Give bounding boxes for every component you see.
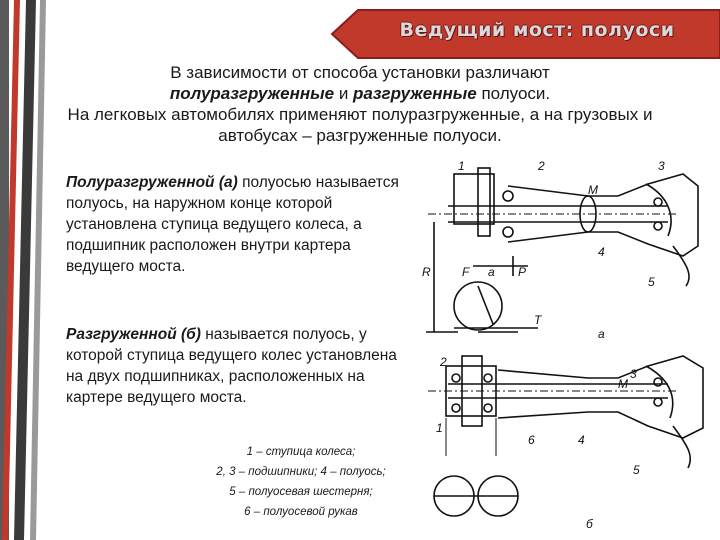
- intro-line-2: полуразгруженные и разгруженные полуоси.: [60, 83, 660, 104]
- intro-text: В зависимости от способа установки разли…: [60, 62, 660, 146]
- label-a-M: M: [588, 183, 598, 197]
- caption-b: б: [586, 517, 594, 531]
- drawing-b: [428, 355, 704, 517]
- term-semi-floating: Полуразгруженной (а): [66, 174, 238, 191]
- legend-item: 5 – полуосевая шестерня;: [229, 486, 373, 498]
- term-full-floating: Разгруженной (б): [66, 326, 201, 343]
- label-b-6: 6: [528, 433, 535, 447]
- legend-item: 1 – ступица колеса;: [246, 446, 356, 458]
- intro-term-semi: полуразгруженные: [169, 84, 335, 103]
- decorative-stripes: [0, 0, 46, 540]
- legend-item: 6 – полуосевой рукав: [244, 506, 358, 518]
- label-b-3: 3: [630, 367, 637, 381]
- label-b-2: 2: [439, 355, 447, 369]
- intro-line-3: На легковых автомобилях применяют полура…: [67, 105, 653, 145]
- label-b-4: 4: [578, 433, 585, 447]
- parts-legend: 1 – ступица колеса; 2, 3 – подшипники; 4…: [176, 442, 426, 522]
- label-a-4: 4: [598, 245, 605, 259]
- definition-full-floating-text: называется полуось, у которой ступица ве…: [66, 326, 397, 406]
- intro-term-full: разгруженные: [353, 84, 477, 103]
- drawing-a: [426, 167, 699, 333]
- page-title: Ведущий мост: полуоси: [399, 19, 675, 41]
- label-a-F: F: [462, 265, 470, 279]
- definition-semi-floating: Полуразгруженной (а) полуосью называется…: [66, 172, 416, 277]
- label-a-3: 3: [658, 159, 665, 173]
- label-a-P: P: [518, 265, 526, 279]
- definition-semi-floating-text: полуосью называется полуось, на наружном…: [66, 174, 399, 275]
- label-a-1: 1: [458, 159, 465, 173]
- label-a-T: T: [534, 313, 543, 327]
- label-a-2: 2: [537, 159, 545, 173]
- label-b-M: M: [618, 377, 628, 391]
- label-b-1: 1: [436, 421, 443, 435]
- intro-conj: и: [334, 84, 354, 103]
- caption-a: а: [598, 327, 605, 341]
- label-a-a: a: [488, 265, 495, 279]
- intro-end: полуоси.: [476, 84, 551, 103]
- title-banner: [330, 9, 720, 59]
- definition-full-floating: Разгруженной (б) называется полуось, у к…: [66, 324, 416, 408]
- legend-item: 2, 3 – подшипники; 4 – полуось;: [216, 466, 386, 478]
- axle-shaft-drawing: 1 2 3 4 5 M R F a P T а 2 1 6 4 3 M 5 б: [422, 159, 704, 531]
- label-a-R: R: [422, 265, 431, 279]
- label-b-5: 5: [633, 463, 640, 477]
- intro-line-1: В зависимости от способа установки разли…: [170, 63, 550, 82]
- label-a-5: 5: [648, 275, 655, 289]
